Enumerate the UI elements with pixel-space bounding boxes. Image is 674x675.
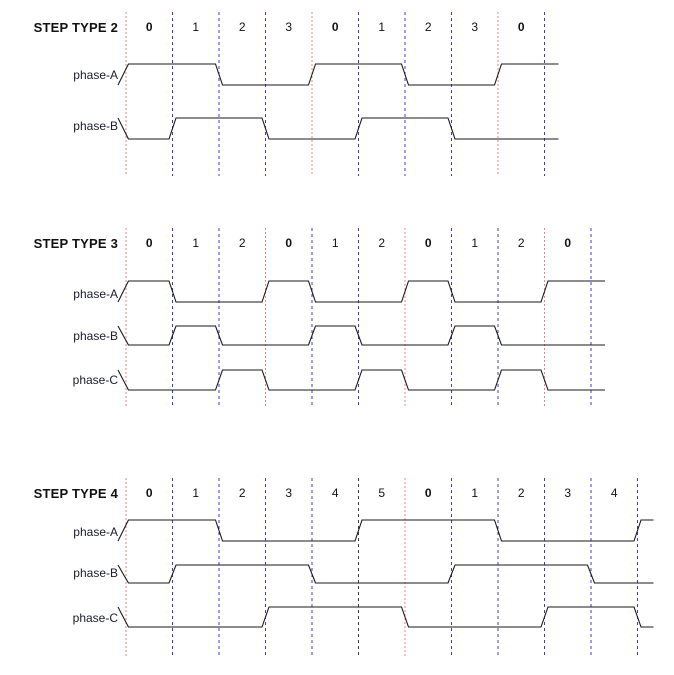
step-number-step-type-3-4: 1 xyxy=(331,236,339,250)
step-number-step-type-4-5: 5 xyxy=(378,486,386,500)
waveform-step-type-2-phase-B xyxy=(117,117,559,140)
step-number-step-type-3-9: 0 xyxy=(564,236,572,250)
step-number-step-type-3-3: 0 xyxy=(285,236,293,250)
diagram-title-step-type-4: STEP TYPE 4 xyxy=(33,486,118,501)
phase-label-step-type-4-phase-C: phase-C xyxy=(72,611,118,625)
waveform-canvas-step-type-2 xyxy=(117,12,559,176)
timing-diagram-step-type-2: STEP TYPE 2 0 1 2 3 0 1 2 3 0 phase-A phase-B xyxy=(0,0,674,215)
phase-label-step-type-2-phase-A: phase-A xyxy=(73,68,118,82)
phase-label-step-type-4-phase-A: phase-A xyxy=(73,525,118,539)
step-number-step-type-4-7: 1 xyxy=(471,486,479,500)
phase-label-step-type-3-phase-C: phase-C xyxy=(72,373,118,387)
step-number-step-type-3-5: 2 xyxy=(378,236,386,250)
step-number-step-type-4-6: 0 xyxy=(424,486,432,500)
step-number-step-type-3-6: 0 xyxy=(424,236,432,250)
step-number-step-type-2-1: 1 xyxy=(192,20,200,34)
waveform-step-type-3-phase-C xyxy=(117,369,605,391)
step-number-step-type-3-0: 0 xyxy=(145,236,153,250)
step-number-step-type-4-1: 1 xyxy=(192,486,200,500)
waveform-step-type-2-phase-A xyxy=(117,63,559,86)
step-number-step-type-2-5: 1 xyxy=(378,20,386,34)
step-number-step-type-4-0: 0 xyxy=(145,486,153,500)
phase-label-step-type-3-phase-B: phase-B xyxy=(73,329,118,343)
step-number-step-type-2-8: 0 xyxy=(517,20,525,34)
step-number-step-type-2-4: 0 xyxy=(331,20,339,34)
step-number-step-type-4-8: 2 xyxy=(517,486,525,500)
step-number-step-type-2-2: 2 xyxy=(238,20,246,34)
diagram-title-step-type-3: STEP TYPE 3 xyxy=(33,236,118,251)
step-number-step-type-3-7: 1 xyxy=(471,236,479,250)
step-number-step-type-2-7: 3 xyxy=(471,20,479,34)
waveform-canvas-step-type-4 xyxy=(117,478,654,658)
phase-label-step-type-2-phase-B: phase-B xyxy=(73,119,118,133)
timing-diagram-step-type-4: STEP TYPE 4 0 1 2 3 4 5 0 1 2 3 4 phase-A phase-B phas… xyxy=(0,470,674,675)
waveform-step-type-4-phase-A xyxy=(117,519,654,542)
waveform-step-type-3-phase-B xyxy=(117,325,605,346)
waveform-canvas-step-type-3 xyxy=(117,228,605,408)
phase-label-step-type-3-phase-A: phase-A xyxy=(73,287,118,301)
phase-label-step-type-4-phase-B: phase-B xyxy=(73,566,118,580)
step-number-step-type-3-1: 1 xyxy=(192,236,200,250)
step-number-step-type-4-2: 2 xyxy=(238,486,246,500)
step-number-step-type-2-3: 3 xyxy=(285,20,293,34)
timing-diagram-step-type-3: STEP TYPE 3 0 1 2 0 1 2 0 1 2 0 phase-A phase-B phase… xyxy=(0,225,674,445)
diagram-title-step-type-2: STEP TYPE 2 xyxy=(33,20,118,35)
waveform-step-type-4-phase-B xyxy=(117,564,654,584)
step-number-step-type-4-9: 3 xyxy=(564,486,572,500)
step-number-step-type-2-0: 0 xyxy=(145,20,153,34)
step-number-step-type-3-2: 2 xyxy=(238,236,246,250)
waveform-step-type-4-phase-C xyxy=(117,606,654,628)
step-number-step-type-4-10: 4 xyxy=(610,486,618,500)
step-number-step-type-3-8: 2 xyxy=(517,236,525,250)
waveform-step-type-3-phase-A xyxy=(117,280,605,303)
step-number-step-type-4-4: 4 xyxy=(331,486,339,500)
step-number-step-type-4-3: 3 xyxy=(285,486,293,500)
step-number-step-type-2-6: 2 xyxy=(424,20,432,34)
